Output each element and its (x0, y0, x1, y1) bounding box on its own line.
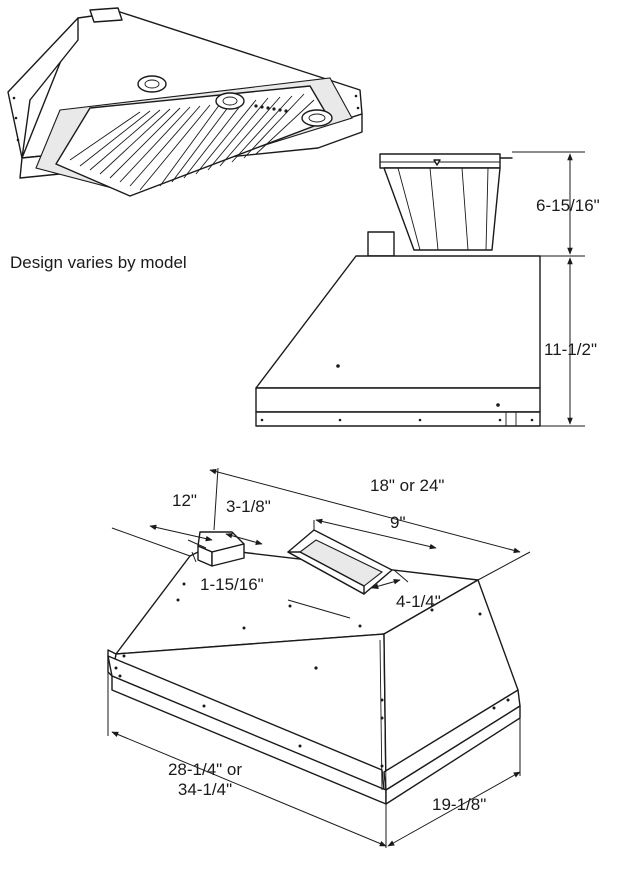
dim-hood-width-line2: 34-1/4" (177, 780, 233, 799)
dim-chimney-height: 6-15/16" (536, 196, 600, 215)
dim-hood-width-line1: 28-1/4" or (167, 760, 243, 779)
design-varies-caption: Design varies by model (10, 253, 187, 272)
dim-hood-width: 28-1/4" or 34-1/4" (150, 760, 260, 800)
dim-hood-depth: 19-1/8" (432, 795, 487, 814)
hood-side-elevation (255, 151, 585, 427)
dim-hood-height: 11-1/2" (544, 340, 597, 359)
hood-underside-drawing (7, 7, 363, 197)
dim-damper-width: 3-1/8" (226, 497, 271, 516)
dim-top-opening-width: 4-1/4" (396, 592, 441, 611)
dim-top-opening-length: 9" (390, 513, 406, 532)
dim-duct-offset: 18" or 24" (370, 476, 445, 495)
dim-top-depth-to-duct: 12" (172, 491, 197, 510)
hood-top-perspective (107, 467, 531, 848)
dim-damper-height: 1-15/16" (200, 575, 264, 594)
